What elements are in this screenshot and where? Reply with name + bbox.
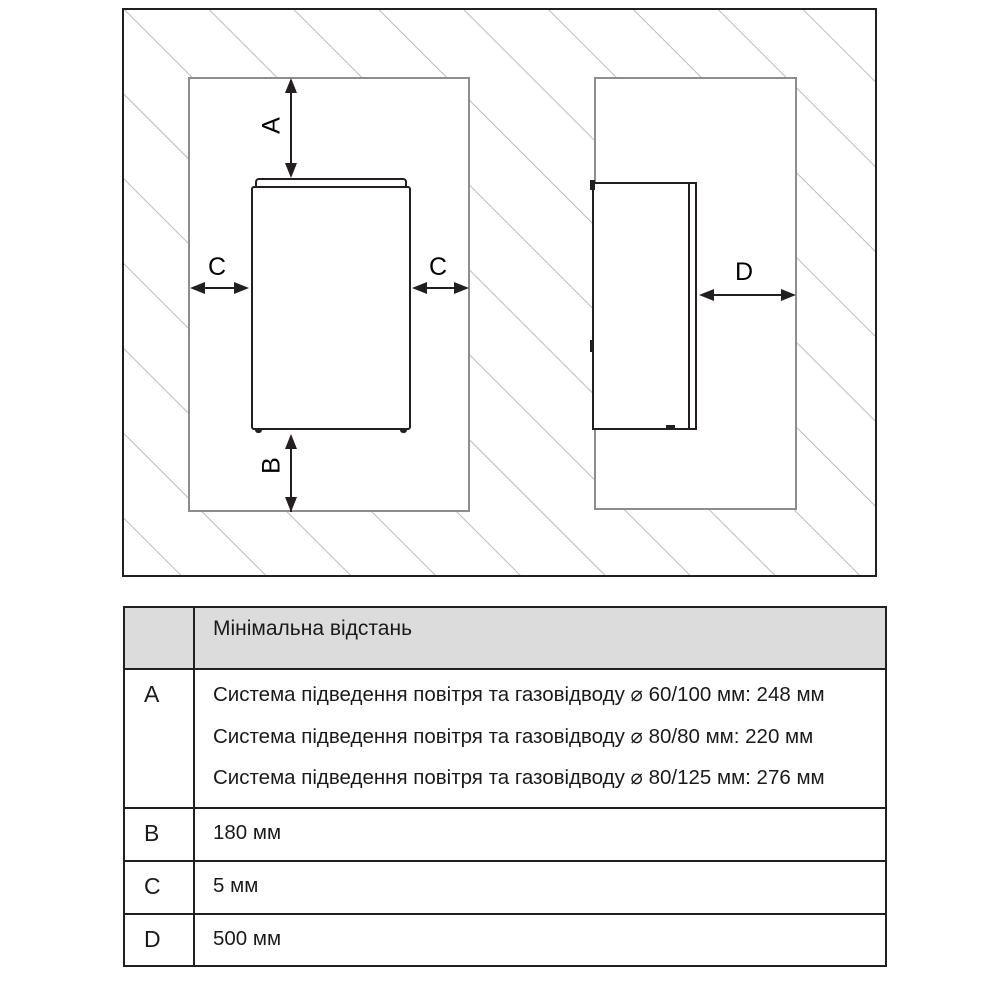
header-key-cell xyxy=(123,606,195,670)
table-row: D 500 мм xyxy=(123,912,887,968)
row-value-a: Система підведення повітря та газовідвод… xyxy=(193,667,887,810)
table-row: C 5 мм xyxy=(123,859,887,915)
table-row: B 180 мм xyxy=(123,807,887,862)
row-a-line-3: Система підведення повітря та газовідвод… xyxy=(213,766,825,790)
boiler-foot-left xyxy=(255,428,262,433)
row-value-c: 5 мм xyxy=(193,859,887,915)
boiler-foot-right xyxy=(400,428,407,433)
row-key-b: B xyxy=(123,807,195,862)
boiler-side-notch xyxy=(590,340,593,352)
dimension-c-left-line xyxy=(194,287,247,289)
boiler-bottom-nub-side-view xyxy=(666,425,675,430)
boiler-body-side-view xyxy=(592,182,690,430)
clearance-diagram: A C C B D xyxy=(122,8,877,577)
table-row: A Система підведення повітря та газовідв… xyxy=(123,667,887,810)
dimension-b-label: B xyxy=(257,457,286,474)
header-title-cell: Мінімальна відстань xyxy=(193,606,887,670)
row-key-a: A xyxy=(123,667,195,810)
dimension-c-left-label: C xyxy=(208,253,227,281)
boiler-top-nub-side-view xyxy=(590,180,595,190)
boiler-body-front-view xyxy=(251,186,411,430)
dimension-d-line xyxy=(703,294,793,296)
dimension-a-line xyxy=(290,80,292,174)
boiler-front-panel-side-view xyxy=(688,182,697,430)
dimension-c-left-arrow-end xyxy=(234,281,249,294)
dimension-d-arrow-end xyxy=(781,288,796,301)
row-value-d: 500 мм xyxy=(193,912,887,968)
table-header-row: Мінімальна відстань xyxy=(123,606,887,670)
dimension-b-arrow-bottom xyxy=(284,497,297,512)
dimension-c-right-line xyxy=(416,287,466,289)
dimension-c-right-arrow-end xyxy=(454,281,469,294)
row-key-c: C xyxy=(123,859,195,915)
row-a-line-2: Система підведення повітря та газовідвод… xyxy=(213,724,814,748)
row-a-line-1: Система підведення повітря та газовідвод… xyxy=(213,683,825,706)
dimension-b-line xyxy=(290,436,292,512)
dimension-a-arrow-bottom xyxy=(284,163,297,178)
minimum-distance-table: Мінімальна відстань A Система підведення… xyxy=(123,606,887,968)
dimension-a-label: A xyxy=(257,117,286,134)
dimension-c-right-label: C xyxy=(429,253,448,281)
row-value-b: 180 мм xyxy=(193,807,887,862)
row-key-d: D xyxy=(123,912,195,968)
dimension-d-label: D xyxy=(735,258,754,286)
